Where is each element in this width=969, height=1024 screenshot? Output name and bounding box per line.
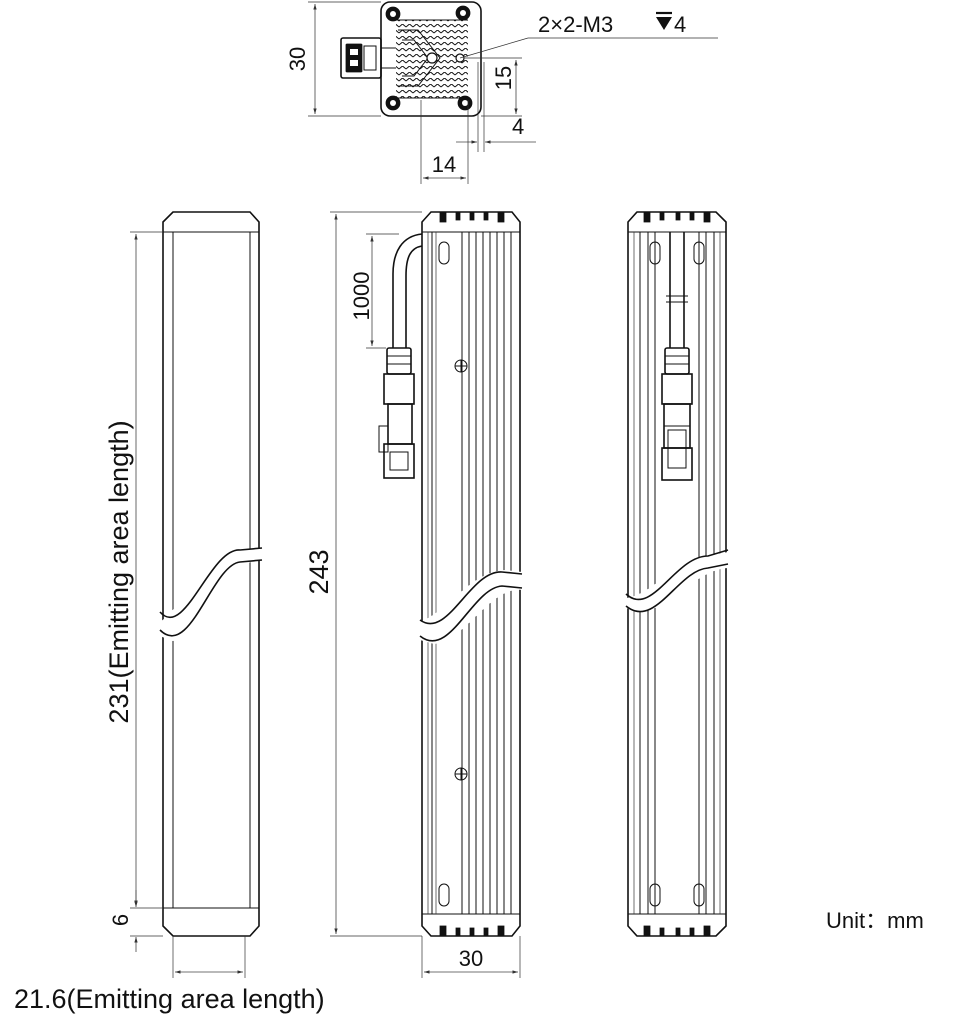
rear-end-cap-teeth [643,211,711,937]
dim-emitting-length-label: 231(Emitting area length) [104,420,134,723]
rear-slot-icons [649,241,705,907]
end-cap-teeth [439,211,505,937]
dim-end-offset: 6 [108,890,163,952]
dim-width-30: 30 [421,936,521,978]
dim-emitting-width: 21.6(Emitting area length) [14,936,325,1014]
thread-callout-label: 2×2-M3 [538,12,613,37]
dim-height-30: 30 [285,1,381,117]
dim-cable-length-label: 1000 [349,272,374,321]
cable-connector [378,347,415,479]
cable [392,233,423,348]
side-view-body [419,211,523,937]
unit-label: Unit：mm [826,908,924,933]
thread-depth-label: 4 [674,12,686,37]
dim-offset-h-label: 4 [512,114,524,139]
front-view-body [159,211,263,937]
rear-cable [661,232,693,481]
dim-width-label: 30 [459,946,483,971]
dim-cable-length: 1000 [349,233,399,349]
dim-spacing-label: 14 [432,152,456,177]
slot-icons [438,241,450,907]
dim-total-length: 243 [304,211,422,937]
rear-view-body [625,211,729,937]
screw-icons [454,359,468,781]
depth-symbol-icon [656,11,672,30]
dim-total-length-label: 243 [304,549,334,594]
dim-hole-offset-15: 15 [464,57,522,117]
rear-view [625,211,729,937]
side-view: 1000 243 30 [304,211,523,978]
top-view-body [380,1,482,117]
top-view: 30 2×2-M3 4 15 4 [285,1,718,184]
front-view: 231(Emitting area length) 6 21.6(Emittin… [14,211,325,1014]
dim-height-label: 30 [285,47,310,71]
dim-emitting-width-label: 21.6(Emitting area length) [14,984,325,1014]
connector-plug [340,37,396,79]
dim-offset-4: 4 [456,62,536,152]
thread-callout: 2×2-M3 4 [459,11,718,59]
dim-hole-spacing-14: 14 [420,100,469,184]
dim-offset-v-label: 15 [491,66,516,90]
corner-screw-icons [385,5,473,111]
dim-emitting-length: 231(Emitting area length) [104,231,163,909]
dim-end-offset-label: 6 [108,914,133,926]
